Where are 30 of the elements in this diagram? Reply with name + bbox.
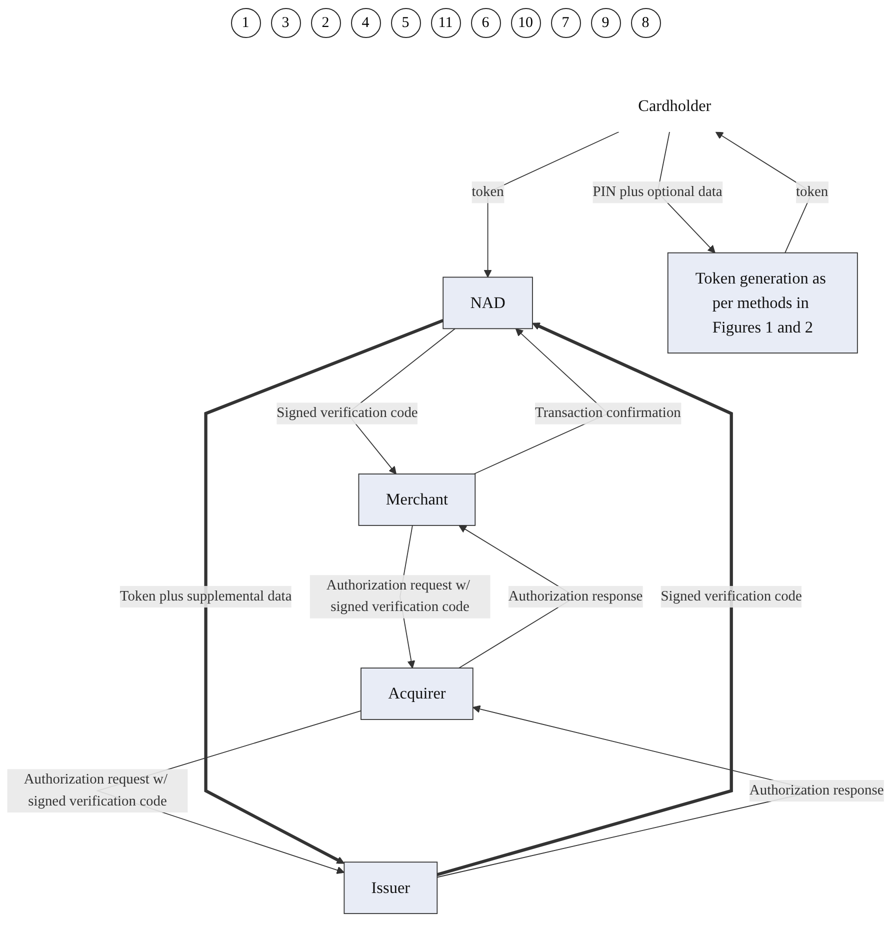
node-box: Issuer bbox=[344, 862, 438, 914]
arrow bbox=[436, 322, 733, 876]
edge-label: Authorization response bbox=[749, 782, 884, 798]
arrow bbox=[204, 318, 444, 864]
edge-label: Token plus supplemental data bbox=[120, 588, 292, 604]
step-number: 7 bbox=[550, 8, 580, 38]
edge-label: Signed verification code bbox=[660, 588, 802, 604]
node-box: Acquirer bbox=[360, 668, 474, 720]
step-number: 9 bbox=[590, 8, 620, 38]
node-box: Merchant bbox=[358, 474, 476, 526]
step-number: 6 bbox=[470, 8, 500, 38]
node-text: Cardholder bbox=[638, 96, 712, 115]
edge-label: PIN plus optional data bbox=[592, 184, 722, 200]
step-number: 11 bbox=[430, 8, 460, 38]
edge-label: token bbox=[796, 184, 828, 200]
edge-label: Transaction confirmation bbox=[535, 405, 681, 421]
edge-label: Signed verification code bbox=[276, 405, 418, 421]
step-number: 5 bbox=[390, 8, 420, 38]
step-number: 4 bbox=[350, 8, 380, 38]
step-number: 10 bbox=[510, 8, 540, 38]
edge-label: Authorization response bbox=[508, 588, 643, 604]
edge-label: Authorization request w/ signed verification code bbox=[24, 772, 168, 809]
step-number: 2 bbox=[310, 8, 340, 38]
step-number: 3 bbox=[270, 8, 300, 38]
step-number: 8 bbox=[630, 8, 660, 38]
edge-label: token bbox=[472, 184, 504, 200]
node-box: NAD bbox=[442, 276, 533, 330]
node-box: Token generation as per methods in Figures 1 and 2 bbox=[667, 252, 858, 354]
step-number: 1 bbox=[230, 8, 260, 38]
edge-label: Authorization request w/ signed verification code bbox=[326, 578, 470, 615]
